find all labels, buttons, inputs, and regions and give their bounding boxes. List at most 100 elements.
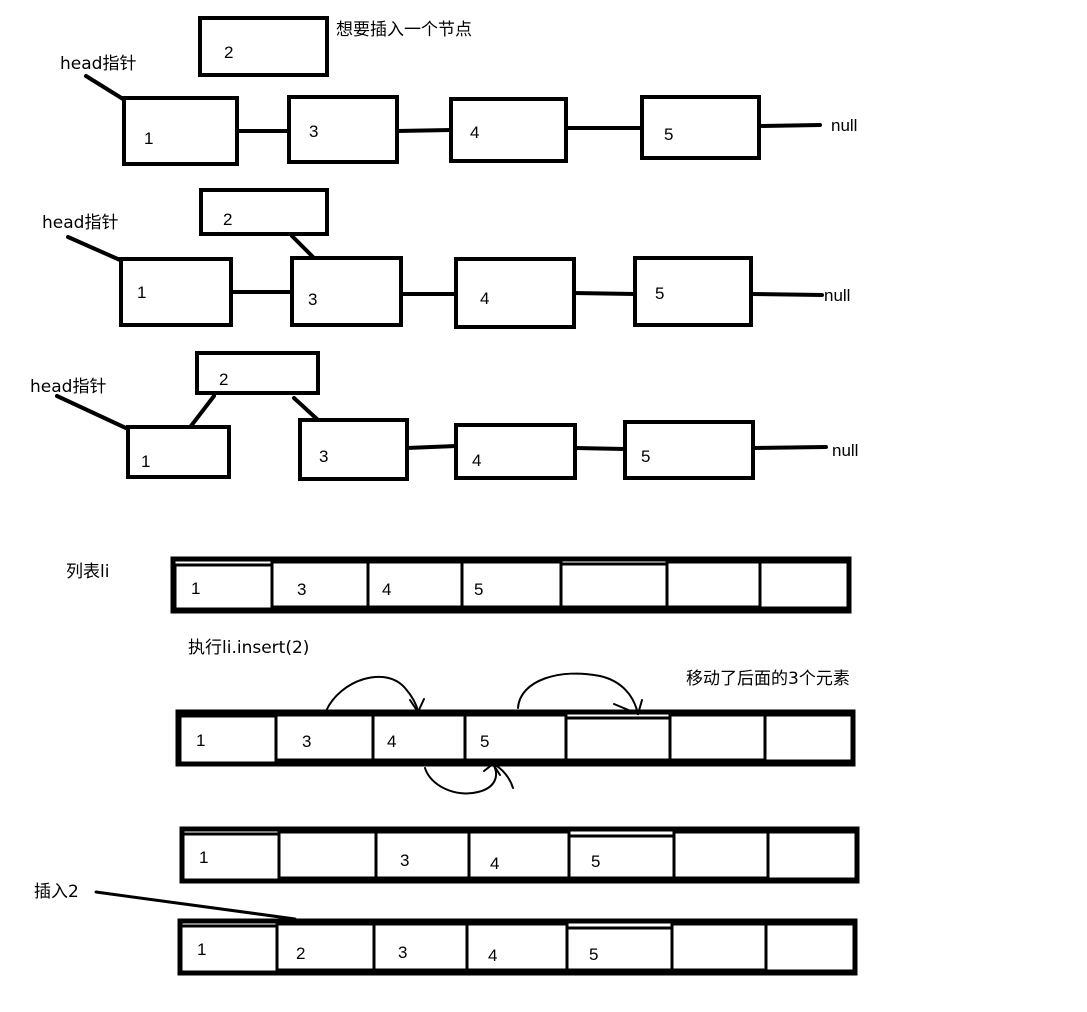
- step3-link-null: [751, 445, 828, 450]
- array-cell: [766, 830, 858, 881]
- step1-link: [395, 128, 453, 133]
- step2-node: [290, 256, 403, 327]
- step3-node-value: 3: [319, 447, 328, 466]
- insert-pointer: [94, 890, 297, 921]
- step3-null-label: null: [832, 441, 858, 460]
- move-arrow-head: [409, 698, 425, 715]
- array-cell-value: 4: [488, 946, 497, 965]
- step1-node: [640, 95, 761, 160]
- array-cell: [567, 834, 676, 880]
- step3-node: [298, 418, 409, 481]
- array-cell: [275, 922, 376, 972]
- step1-new-node-value: 2: [224, 43, 233, 62]
- array-cell: [672, 830, 770, 880]
- array-cell-value: 2: [296, 944, 305, 963]
- step1-link-null: [757, 123, 822, 128]
- array-cell: [763, 713, 854, 763]
- step2-head-pointer: [66, 235, 122, 262]
- move-arrow: [517, 672, 639, 715]
- array-cell: [270, 560, 370, 609]
- array-cell: [371, 713, 467, 762]
- step1-linked-list: 2 想要插入一个节点 head指针 1 3 4 5 null: [60, 16, 857, 166]
- array-cell: [559, 562, 669, 609]
- step2-node-value: 5: [655, 284, 664, 303]
- array-cell-value: 4: [382, 580, 391, 599]
- move-label: 移动了后面的3个元素: [686, 669, 850, 689]
- step3-new-node-value: 2: [219, 370, 228, 389]
- array-cell: [758, 560, 850, 610]
- step3-link-node1-to-new: [189, 394, 216, 428]
- array-cell-value: 3: [400, 851, 409, 870]
- move-arrow: [424, 761, 514, 795]
- step1-node: [287, 95, 399, 164]
- step2-node: [119, 257, 233, 327]
- step3-link: [573, 446, 627, 451]
- step1-node-value: 1: [144, 129, 153, 148]
- array-cell-value: 5: [591, 852, 600, 871]
- array-cell-value: 1: [196, 731, 205, 750]
- step3-link-new-to-node3: [292, 396, 320, 422]
- step2-new-node: [199, 188, 329, 236]
- step2-new-node-value: 2: [223, 210, 232, 229]
- step3-head-pointer: [55, 394, 130, 431]
- exec-label: 执行li.insert(2): [188, 638, 309, 658]
- array-cell-value: 3: [302, 732, 311, 751]
- step3-node: [623, 420, 755, 480]
- array-cell-value: 3: [297, 580, 306, 599]
- step2-linked-list: 2 head指针 1 3 4 5 null: [42, 188, 850, 329]
- array-cell-value: 1: [199, 848, 208, 867]
- step3-node-value: 4: [472, 451, 481, 470]
- step3-node-value: 1: [141, 452, 150, 471]
- array-cell: [564, 716, 672, 762]
- array-cell: [465, 922, 569, 972]
- step1-head-pointer: [84, 74, 125, 101]
- step1-node: [122, 96, 239, 166]
- step2-node-value: 3: [308, 290, 317, 309]
- array-cell: [181, 832, 281, 882]
- array-cell: [764, 922, 856, 973]
- step1-node-value: 5: [664, 125, 673, 144]
- step3-node: [454, 423, 577, 480]
- array-row-1: 1 3 4 5: [170, 556, 852, 614]
- step1-head-label: head指针: [60, 54, 136, 74]
- array-cell-value: 5: [480, 732, 489, 751]
- array-cell-value: 4: [490, 854, 499, 873]
- step2-node: [454, 257, 576, 329]
- array-cell-value: 5: [474, 580, 483, 599]
- array-row-3: 1 3 4 5: [179, 826, 860, 884]
- move-arrow-head: [613, 699, 643, 716]
- step2-link-null: [749, 292, 824, 297]
- array-cell: [173, 563, 274, 611]
- array-cell-value: 5: [589, 945, 598, 964]
- step2-head-label: head指针: [42, 213, 118, 233]
- array-cell-value: 1: [197, 940, 206, 959]
- step2-node: [633, 256, 753, 327]
- step2-null-label: null: [824, 286, 850, 305]
- step2-node-value: 4: [480, 289, 489, 308]
- array-cell-value: 1: [191, 579, 200, 598]
- array-cell: [467, 830, 571, 880]
- insert-label: 插入2: [34, 882, 79, 902]
- move-arrow: [325, 675, 419, 712]
- step2-link: [572, 291, 637, 296]
- array-cell: [668, 713, 767, 762]
- array-cell: [277, 830, 378, 880]
- array-cell: [372, 922, 469, 972]
- step1-caption: 想要插入一个节点: [336, 20, 472, 40]
- array-cell-value: 4: [387, 732, 396, 751]
- array-cell: [670, 922, 768, 972]
- array-cell-value: 3: [398, 943, 407, 962]
- step1-node: [449, 97, 568, 163]
- array-cell: [178, 714, 278, 765]
- step3-node-value: 5: [641, 447, 650, 466]
- array-cell: [665, 560, 762, 609]
- step3-link: [405, 444, 458, 450]
- move-arrow-head: [483, 762, 501, 776]
- step3-new-node: [195, 351, 320, 395]
- array-row-4: 1 2 3 4 5: [177, 918, 858, 976]
- array-row-2: 1 3 4 5: [175, 672, 856, 795]
- step1-null-label: null: [831, 116, 857, 135]
- step1-node-value: 3: [309, 122, 318, 141]
- step1-node-value: 4: [470, 123, 479, 142]
